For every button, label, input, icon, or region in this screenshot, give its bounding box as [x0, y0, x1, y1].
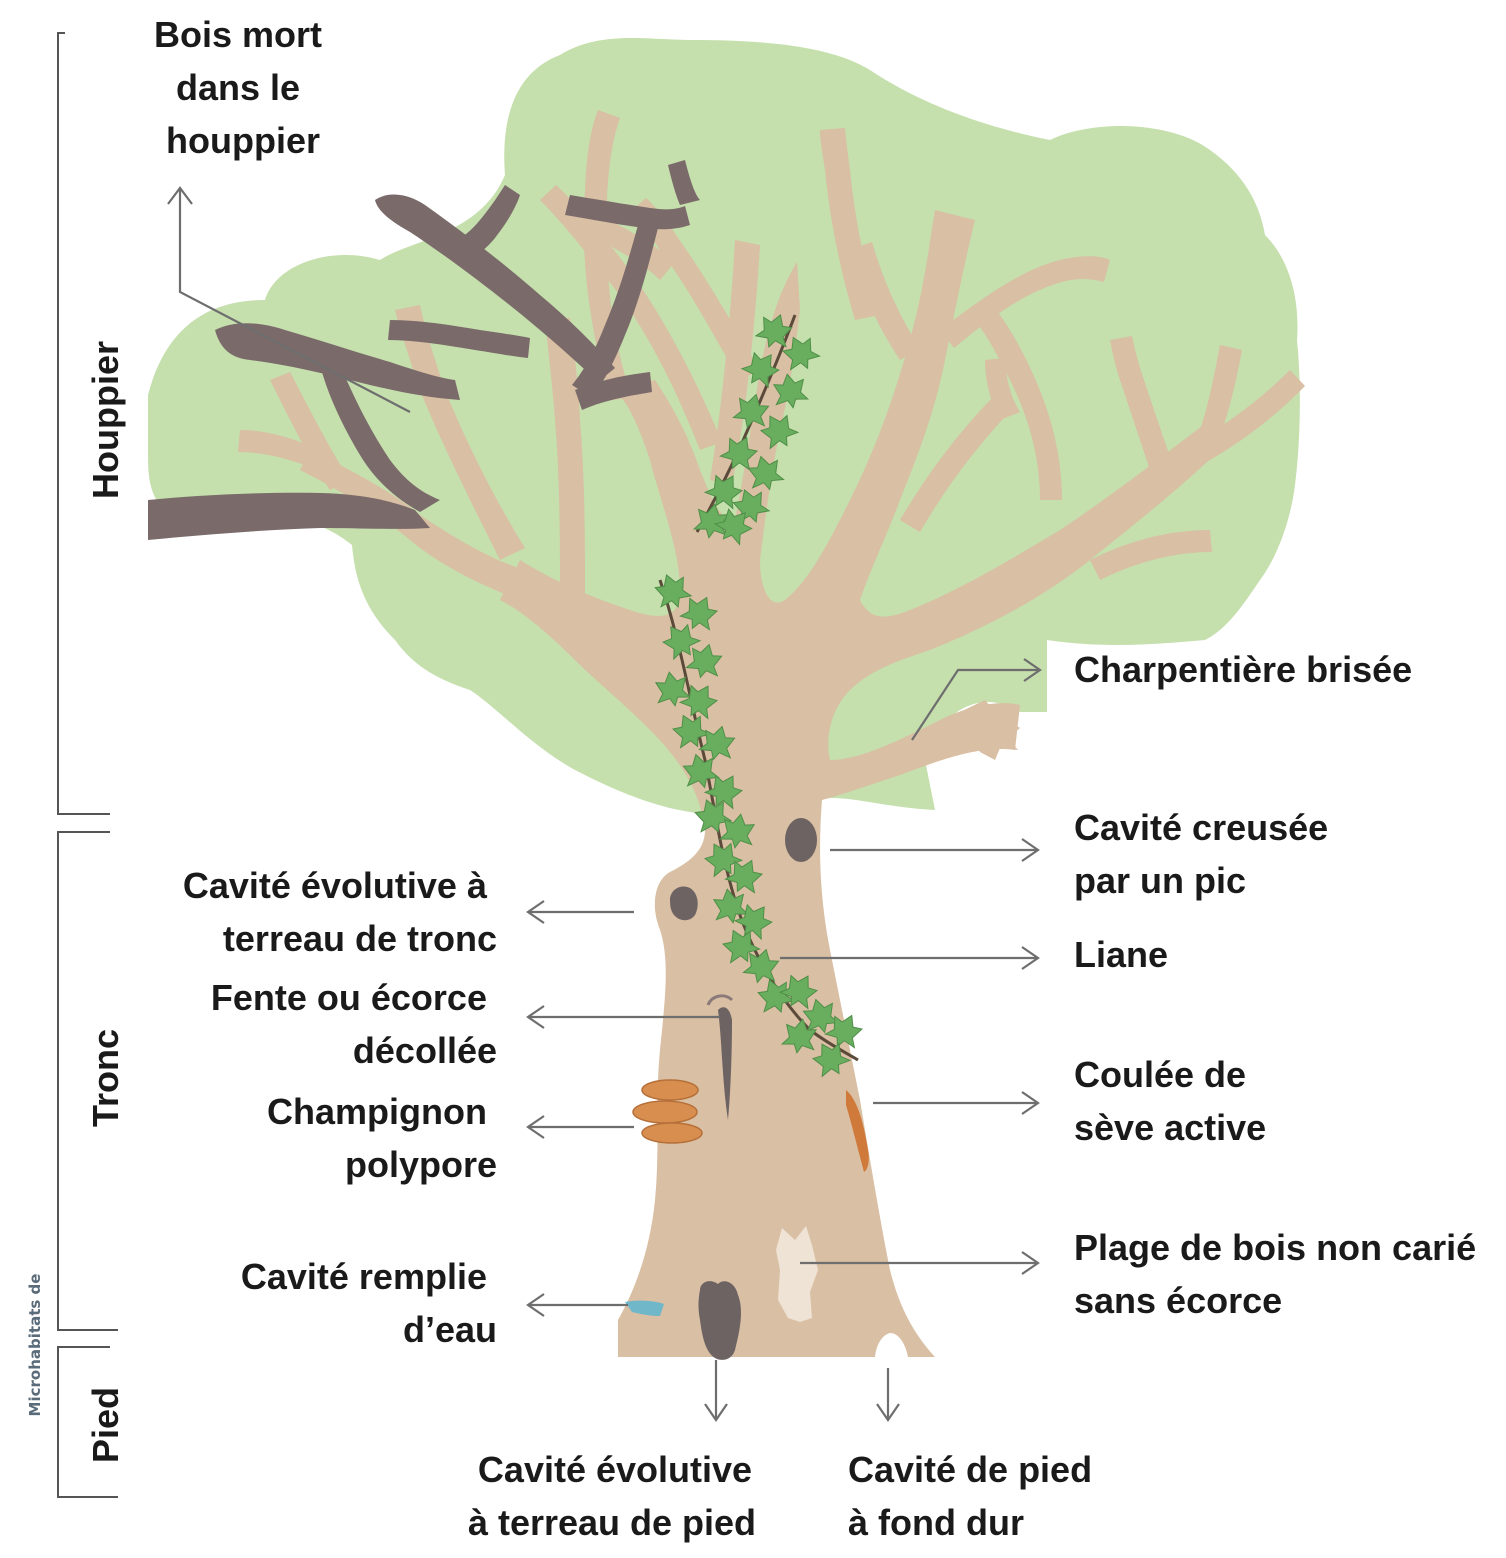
- label-water-cavity: Cavité remplie d’eau: [241, 1256, 497, 1350]
- section-trunk-label: Tronc: [85, 1029, 126, 1127]
- trunk-mould-cavity-icon: [670, 886, 698, 920]
- label-foot-mould-cavity: Cavité évolutive à terreau de pied: [468, 1449, 762, 1543]
- label-broken-limb: Charpentière brisée: [1074, 649, 1412, 690]
- label-crack-bark: Fente ou écorce décollée: [211, 977, 497, 1071]
- woodpecker-hole-icon: [785, 818, 817, 862]
- label-trunk-mould-cavity: Cavité évolutive à terreau de tronc: [183, 865, 497, 959]
- polypore-fungus-icon: [633, 1080, 702, 1143]
- section-brackets: Houppier Tronc Pied Microhabitats de: [26, 33, 126, 1497]
- label-dead-wood-crown: Bois mort dans le houppier: [154, 14, 332, 161]
- label-sap-run: Coulée de sève active: [1074, 1054, 1266, 1148]
- label-woodpecker-cavity: Cavité creusée par un pic: [1074, 807, 1338, 901]
- section-crown-label: Houppier: [85, 341, 126, 499]
- label-liana: Liane: [1074, 934, 1168, 975]
- section-foot-label: Pied: [85, 1387, 126, 1463]
- side-note-label: Microhabitats de: [26, 1274, 44, 1417]
- label-polypore: Champignon polypore: [267, 1091, 497, 1185]
- label-hard-foot-cavity: Cavité de pied à fond dur: [848, 1449, 1102, 1543]
- label-bare-wood-patch: Plage de bois non carié sans écorce: [1074, 1227, 1486, 1321]
